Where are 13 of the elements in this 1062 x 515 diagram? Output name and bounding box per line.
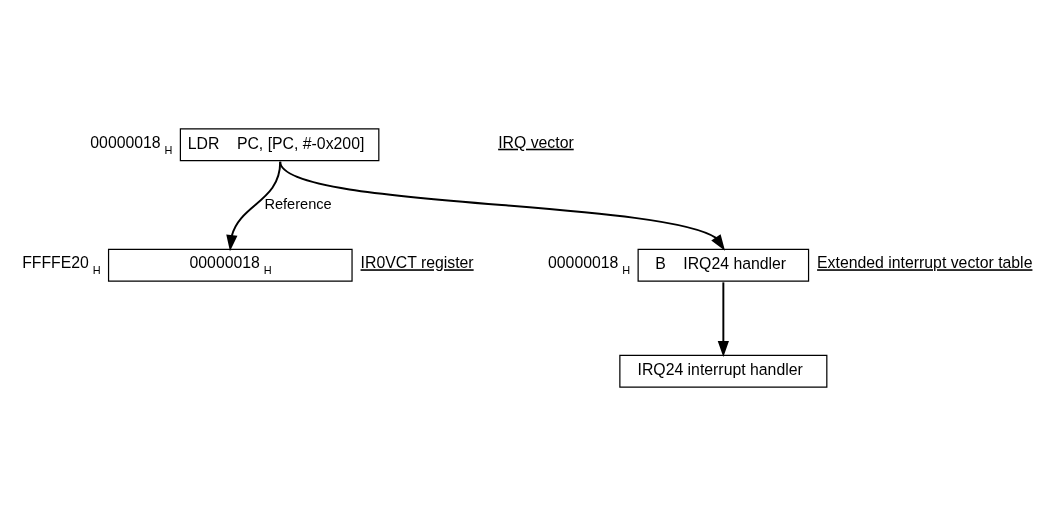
node-label: IR0VCT register [360,253,474,271]
label: IRQ vector [498,133,574,151]
edge-label: Reference [264,195,332,212]
node-box: B IRQ24 handler [637,248,810,282]
node-box: IRQ24 interrupt handler [619,354,828,388]
node-label: Extended interrupt vector table [817,253,1033,271]
arrow [279,160,725,251]
node-label: 00000018$_{H}$ [90,133,173,156]
node-box: 00000018$_{H}$ [107,248,353,282]
node-label: 00000018$_{H}$ [548,253,631,276]
arrow [717,280,729,357]
node-box: LDR PC, [PC, #-0x200] [179,127,380,161]
node-label: FFFFE20$_{H}$ [22,253,101,276]
